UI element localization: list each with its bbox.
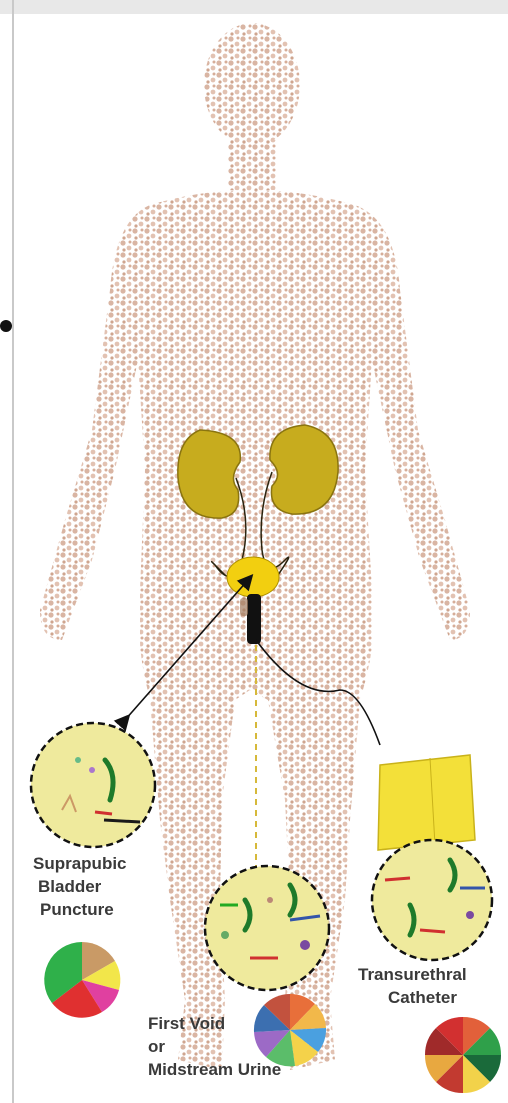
suprapubic-label-line-2: Bladder <box>33 875 127 898</box>
transurethral-label-line-1: Transurethral <box>358 963 467 986</box>
first-void-sample-icon <box>205 866 329 990</box>
first-void-label: First Void or Midstream Urine <box>148 1012 281 1081</box>
left-kidney <box>178 430 240 518</box>
penis-area <box>240 598 248 616</box>
urine-bag-icon <box>378 755 475 850</box>
edge-marker-icon <box>0 320 12 332</box>
suprapubic-label-line-3: Puncture <box>33 898 127 921</box>
suprapubic-sample-icon <box>31 723 155 847</box>
suprapubic-pie-chart-icon <box>44 942 120 1018</box>
first-void-label-line-1: First Void <box>148 1012 281 1035</box>
first-void-label-line-2: or <box>148 1035 281 1058</box>
transurethral-label: Transurethral Catheter <box>358 963 467 1009</box>
suprapubic-label: Suprapubic Bladder Puncture <box>33 852 127 921</box>
transurethral-sample-icon <box>372 840 492 960</box>
first-void-label-line-3: Midstream Urine <box>148 1058 281 1081</box>
suprapubic-label-line-1: Suprapubic <box>33 852 127 875</box>
transurethral-label-line-2: Catheter <box>358 986 467 1009</box>
right-kidney <box>270 425 338 514</box>
bladder <box>227 557 279 597</box>
catheter-icon <box>247 594 261 644</box>
transurethral-pie-chart-icon <box>425 1017 501 1093</box>
